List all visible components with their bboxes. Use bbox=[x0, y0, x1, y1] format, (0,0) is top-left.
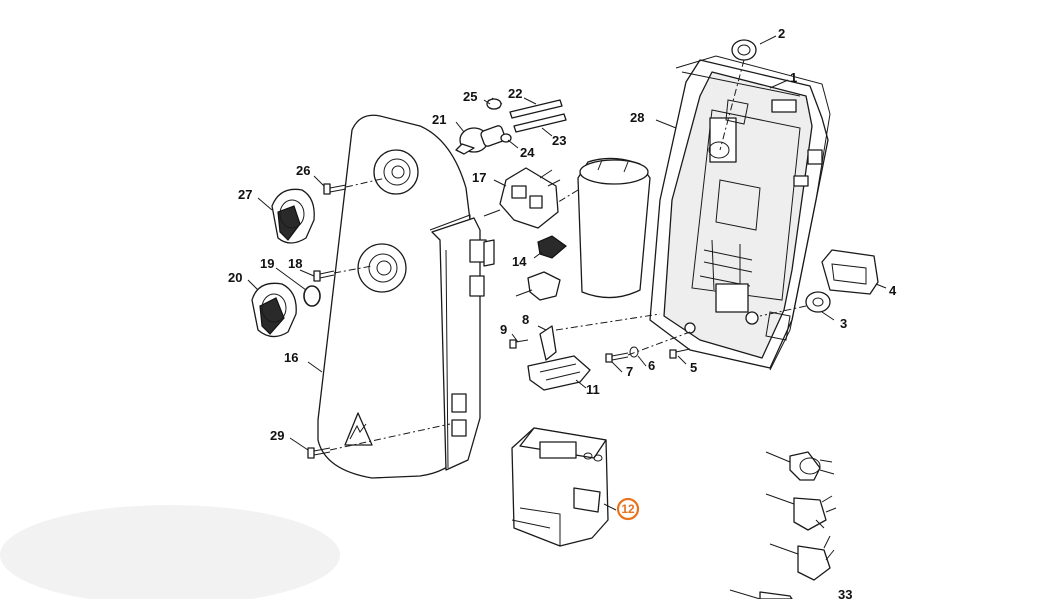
callout-17: 17 bbox=[472, 170, 486, 185]
callout-33: 33 bbox=[838, 587, 852, 599]
callout-3: 3 bbox=[840, 316, 847, 331]
plug-part-c[interactable] bbox=[769, 535, 835, 581]
callout-26: 26 bbox=[296, 163, 310, 178]
callout-6: 6 bbox=[648, 358, 655, 373]
callout-16: 16 bbox=[284, 350, 298, 365]
knob-part-20[interactable] bbox=[251, 282, 297, 338]
capacitor-part[interactable] bbox=[541, 157, 651, 299]
o-ring-part-19[interactable] bbox=[303, 285, 321, 307]
contactor-part-12[interactable] bbox=[511, 427, 609, 547]
callout-18: 18 bbox=[288, 256, 302, 271]
callout-8: 8 bbox=[522, 312, 529, 327]
bracket-part-8[interactable] bbox=[539, 313, 661, 361]
callout-27: 27 bbox=[238, 187, 252, 202]
callout-20: 20 bbox=[228, 270, 242, 285]
screw-part-5[interactable] bbox=[669, 348, 691, 359]
clip-part-14[interactable] bbox=[537, 235, 567, 259]
background-shadow bbox=[0, 505, 340, 599]
screw-part-9[interactable] bbox=[509, 339, 529, 349]
callout-25: 25 bbox=[463, 89, 477, 104]
callout-9: 9 bbox=[500, 322, 507, 337]
callout-28: 28 bbox=[630, 110, 644, 125]
callout-29: 29 bbox=[270, 428, 284, 443]
plug-part-b[interactable] bbox=[765, 493, 837, 531]
shaft-assembly-part[interactable] bbox=[455, 97, 512, 155]
cover-plate-part-4[interactable] bbox=[821, 249, 879, 295]
callout-4: 4 bbox=[889, 283, 897, 298]
din-rail-part-11[interactable] bbox=[527, 355, 591, 391]
grommet-part-2[interactable] bbox=[719, 39, 757, 151]
highlight-ring bbox=[616, 497, 640, 521]
callout-21: 21 bbox=[432, 112, 446, 127]
leader-lines bbox=[247, 35, 887, 511]
screw-part-29[interactable] bbox=[307, 423, 451, 459]
back-frame-part[interactable] bbox=[649, 55, 831, 371]
callout-11: 11 bbox=[586, 382, 600, 397]
callout-24: 24 bbox=[520, 145, 535, 160]
rods-part-22[interactable] bbox=[509, 99, 567, 133]
plug-part-a[interactable] bbox=[765, 451, 835, 481]
highlighted-callout-12[interactable]: 12 bbox=[616, 497, 640, 521]
switch-part-17[interactable] bbox=[483, 167, 561, 229]
callout-labels: 1 2 3 4 5 6 7 8 9 11 14 16 17 18 19 20 2… bbox=[228, 26, 897, 599]
callout-19: 19 bbox=[260, 256, 274, 271]
callout-2: 2 bbox=[778, 26, 785, 41]
callout-23: 23 bbox=[552, 133, 566, 148]
plug-part-d[interactable] bbox=[729, 589, 793, 599]
callout-14: 14 bbox=[512, 254, 527, 269]
callout-22: 22 bbox=[508, 86, 522, 101]
washer-part-6[interactable] bbox=[629, 346, 639, 358]
connector-part[interactable] bbox=[515, 271, 561, 301]
front-cover-part[interactable] bbox=[317, 114, 495, 479]
callout-1: 1 bbox=[790, 70, 797, 85]
callout-7: 7 bbox=[626, 364, 633, 379]
knob-part-27[interactable] bbox=[271, 188, 315, 244]
highlight-label: 12 bbox=[621, 502, 635, 516]
screw-part-26[interactable] bbox=[323, 177, 387, 195]
callout-5: 5 bbox=[690, 360, 697, 375]
grommet-part-3[interactable] bbox=[759, 291, 831, 317]
